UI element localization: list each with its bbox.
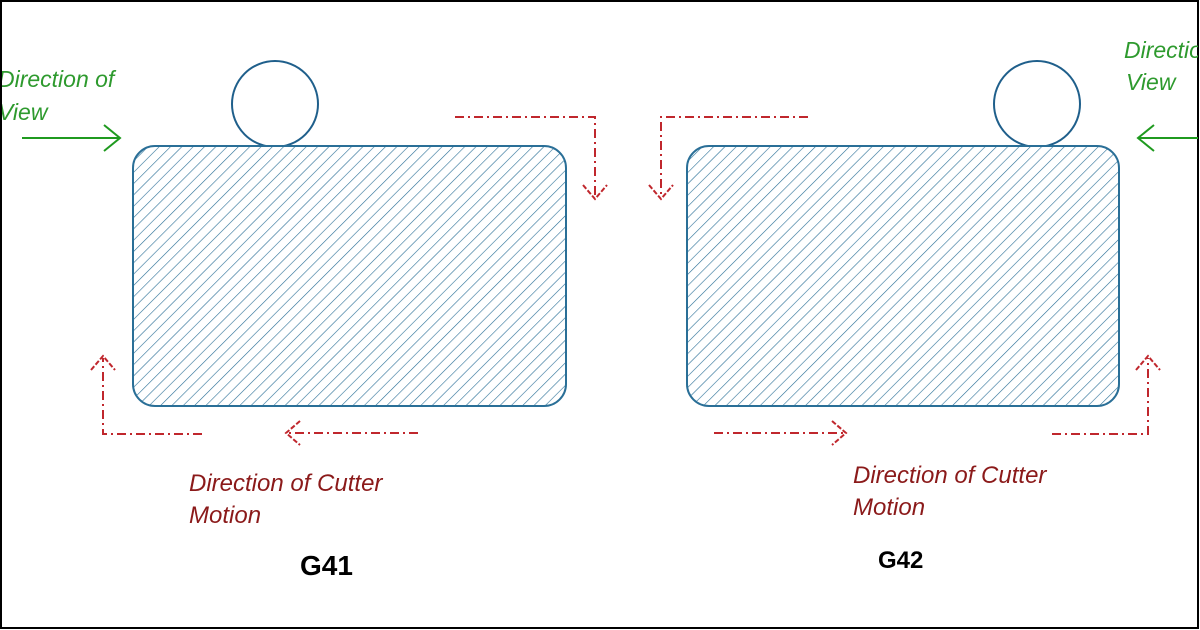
cutter-circle-icon	[231, 60, 319, 148]
view-label-line1: Direction of	[0, 66, 117, 92]
workpiece-rect	[132, 145, 567, 407]
motion-label-line2: Motion	[853, 494, 925, 521]
motion-arrow-right	[1052, 354, 1161, 435]
motion-label-line2: Motion	[189, 502, 261, 529]
view-label-line1: Direction of	[1124, 37, 1200, 63]
panel-g41: Direction of View D	[0, 60, 608, 581]
motion-arrow-bottom	[714, 420, 848, 446]
view-label-line2: View	[0, 99, 49, 125]
view-arrow-left-icon	[1136, 124, 1198, 152]
motion-arrow-left	[90, 354, 202, 435]
view-label-line2: View	[1126, 69, 1177, 95]
motion-label-line1: Direction of Cutter	[189, 470, 383, 497]
workpiece-rect	[686, 145, 1120, 407]
view-arrow-right-icon	[22, 124, 122, 152]
motion-arrow-top	[455, 116, 608, 201]
cutter-circle-icon	[993, 60, 1081, 148]
code-label-g42: G42	[878, 547, 923, 574]
motion-arrow-top	[648, 116, 808, 201]
code-label-g41: G41	[300, 550, 353, 581]
panel-g42: Direction of View D	[648, 37, 1200, 574]
motion-label-line1: Direction of Cutter	[853, 462, 1047, 489]
motion-arrow-bottom	[284, 420, 418, 446]
